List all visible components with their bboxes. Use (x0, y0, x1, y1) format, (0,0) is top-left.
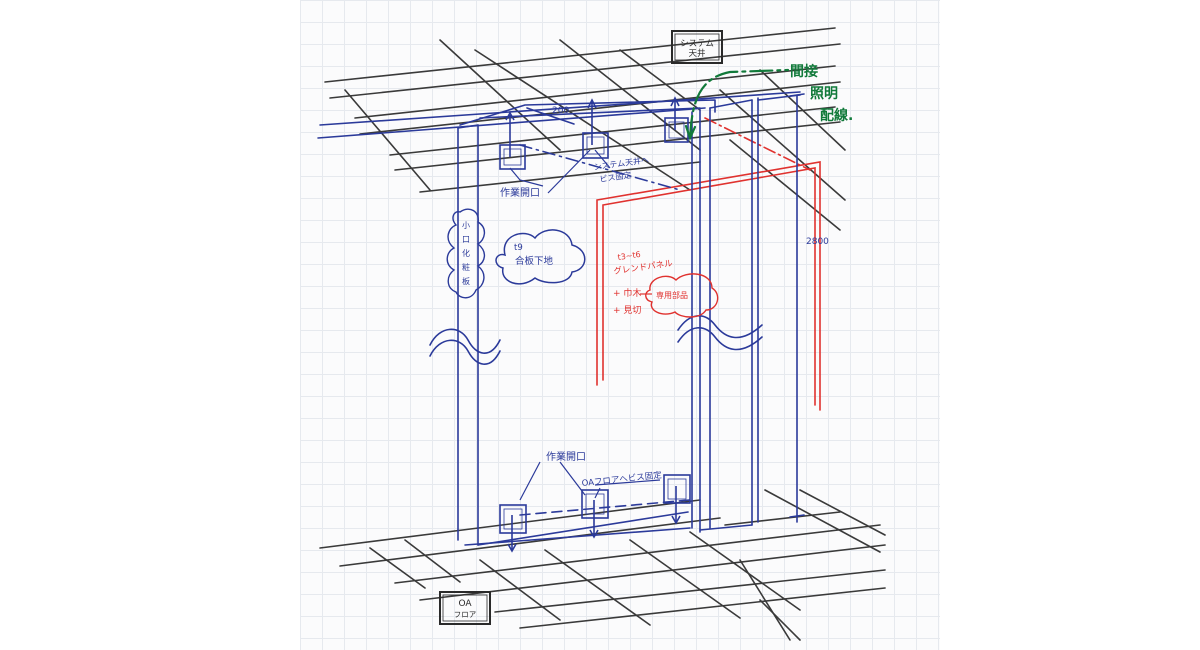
top-work-opening-right (664, 96, 689, 143)
small-opening-plate-c4: 粧 (462, 262, 470, 272)
glass-panel-thickness: t3~t6 (617, 250, 641, 262)
system-ceiling-label-line1: システム (680, 39, 714, 49)
plus-top-label: + 見切 (613, 305, 641, 316)
system-ceiling-box (671, 30, 723, 64)
system-ceiling-label-line2: 天井 (688, 48, 705, 59)
oa-floor-label-line1: OA (458, 599, 472, 609)
plywood-base-label: 合板下地 (515, 255, 554, 267)
top-work-opening-center (582, 98, 609, 159)
small-opening-plate-c2: 口 (462, 235, 470, 244)
bottom-work-opening-left (499, 504, 527, 553)
plus-joint-label: + 巾木 (613, 287, 641, 299)
dimension-2800: 2800 (806, 237, 829, 247)
cloud-t9-plywood (495, 229, 586, 285)
t9-label: t9 (514, 243, 523, 253)
indirect-lighting-line1: 間接 (790, 63, 818, 80)
floor-grid (319, 489, 886, 641)
screw-to-floor-label: OAフロアへビス固定 (581, 470, 663, 489)
bottom-work-opening-right (663, 474, 691, 525)
dedicated-part-label: 専用部品 (656, 290, 688, 300)
screw-to-ceiling-line2: ビス固定 (599, 170, 632, 184)
bottom-work-opening-center (581, 489, 609, 539)
indirect-lighting-line3: 配線. (820, 107, 853, 124)
small-opening-plate-c3: 化 (462, 248, 470, 258)
ceiling-grid (324, 27, 846, 231)
work-opening-top-label: 作業開口 (500, 186, 540, 199)
work-opening-bottom-label: 作業開口 (546, 450, 586, 463)
oa-floor-label-line2: フロア (454, 610, 477, 619)
small-opening-plate-c5: 板 (462, 276, 470, 286)
oa-floor-box (439, 591, 491, 625)
indirect-lighting-line2: 照明 (810, 86, 838, 102)
leader-lines (509, 149, 661, 501)
glass-panel-outline (596, 117, 821, 411)
dimension-200: 200 (552, 106, 569, 116)
top-work-opening-left (499, 111, 526, 170)
cloud-dedicated-part (645, 273, 719, 318)
indirect-lighting-leader (684, 68, 790, 142)
cloud-small-opening-plate (446, 208, 486, 299)
small-opening-plate-c1: 小 (462, 221, 470, 230)
partition-structure (317, 91, 805, 546)
